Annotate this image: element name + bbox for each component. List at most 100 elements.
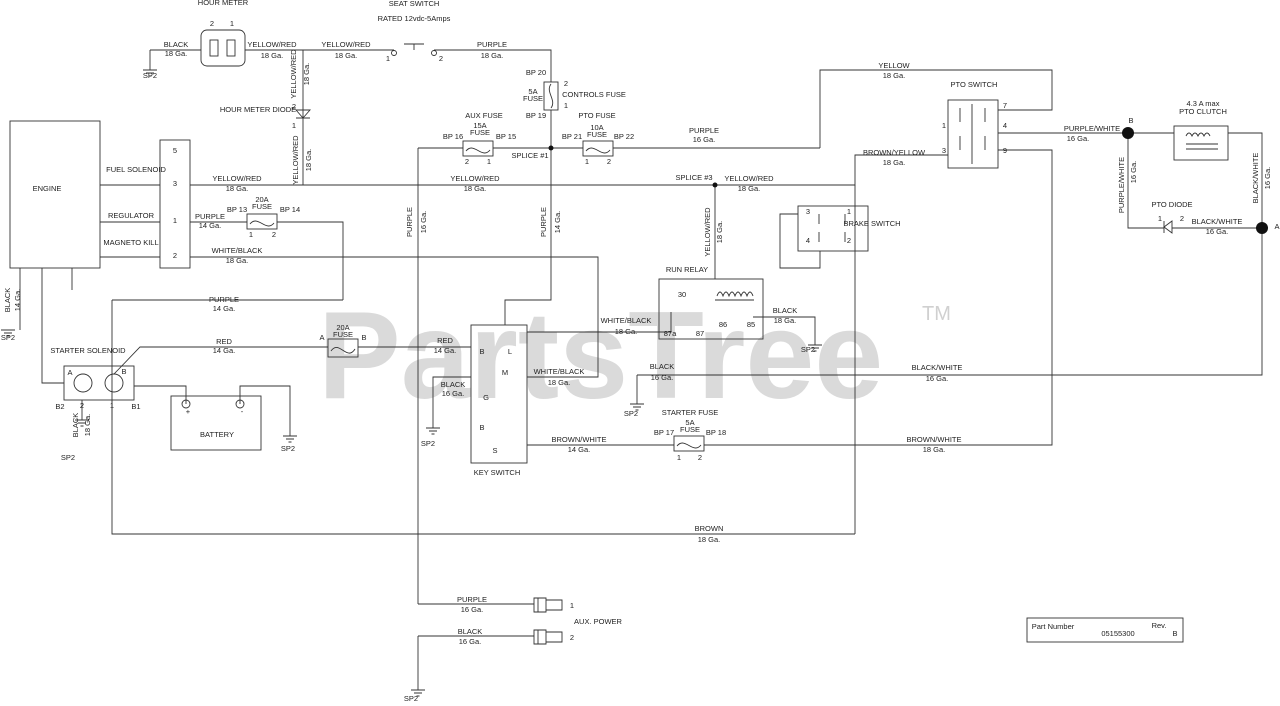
- hour-meter-pin-2: [209, 39, 219, 57]
- label-aux-2: 2: [465, 157, 469, 166]
- label-sf-fuse: FUSE: [680, 425, 700, 434]
- wire-33: [111, 300, 855, 535]
- label-splice1: SPLICE #1: [511, 151, 548, 160]
- ground-symbol-8: [411, 689, 425, 697]
- label-pto-fuse-t: FUSE: [587, 130, 607, 139]
- seat-switch-terminal-2: [431, 50, 437, 56]
- starter-solenoid-terminal-a: [73, 373, 93, 393]
- battery-fuse-element: [330, 347, 356, 354]
- connection-points: [548, 127, 1268, 234]
- ground-symbol-5: [283, 435, 297, 443]
- label-rr-87: 87: [696, 329, 704, 338]
- wire-41: [527, 312, 672, 333]
- label-aux-fuse: AUX FUSE: [465, 111, 503, 120]
- label-ga-yr-vert-splice3: 18 Ga.: [715, 221, 724, 244]
- label-ps-9: 9: [1003, 146, 1007, 155]
- label-sp2-87a: SP2: [624, 409, 638, 418]
- label-bp22: BP 22: [614, 132, 634, 141]
- controls-fuse-element: [548, 83, 554, 109]
- label-sf-1: 1: [677, 453, 681, 462]
- label-hour-meter: HOUR METER: [198, 0, 249, 7]
- wire-35: [41, 268, 64, 384]
- label-regulator: REGULATOR: [108, 211, 155, 220]
- label-part-number-value: 05155300: [1101, 629, 1134, 638]
- label-pto-2: 2: [607, 157, 611, 166]
- label-ga-brown-yellow: 18 Ga.: [883, 158, 906, 167]
- label-yellow-red-hm: YELLOW/RED: [247, 40, 297, 49]
- label-fuel-solenoid: FUEL SOLENOID: [106, 165, 166, 174]
- label-ga-purple-vert-right: 14 Ga.: [553, 211, 562, 234]
- wire-51: [239, 385, 291, 436]
- label-sp2-relay: SP2: [801, 345, 815, 354]
- label-magneto-kill: MAGNETO KILL: [103, 238, 158, 247]
- wire-23: [698, 228, 1263, 376]
- label-bp19: BP 19: [526, 111, 546, 120]
- label-ps-7: 7: [1003, 101, 1007, 110]
- label-ga-pw: 16 Ga.: [1067, 134, 1090, 143]
- label-bp18: BP 18: [706, 428, 726, 437]
- pto-clutch-coil: [1185, 132, 1218, 150]
- label-rev-value: B: [1172, 629, 1177, 638]
- label-red-sol: RED: [216, 337, 232, 346]
- splice-3-dot: [712, 182, 718, 188]
- label-ga-wb-relay: 18 Ga.: [615, 327, 638, 336]
- label-bp14: BP 14: [280, 205, 300, 214]
- label-yr-fuel: YELLOW/RED: [212, 174, 262, 183]
- label-sp2-sol: SP2: [61, 453, 75, 462]
- label-aux-1: 1: [487, 157, 491, 166]
- label-ps-3: 3: [942, 146, 946, 155]
- label-fuse-b: B: [361, 333, 366, 342]
- ground-symbol-7: [808, 344, 822, 352]
- battery-fuse-box: [327, 338, 359, 358]
- label-black-vert-sol: BLACK: [71, 413, 80, 438]
- label-rr-85: 85: [747, 320, 755, 329]
- pto-clutch-box: [1173, 125, 1229, 161]
- label-reg-1: 1: [249, 230, 253, 239]
- label-purple-seat: PURPLE: [477, 40, 507, 49]
- label-ga-pw-vert: 16 Ga.: [1129, 161, 1138, 184]
- label-sp2-key: SP2: [421, 439, 435, 448]
- label-seat-switch-rating: RATED 12vdc-5Amps: [378, 14, 451, 23]
- label-pto-diode: PTO DIODE: [1151, 200, 1192, 209]
- label-seat-switch: SEAT SWITCH: [389, 0, 440, 8]
- label-sf-2: 2: [698, 453, 702, 462]
- label-hm-diode: HOUR METER DIODE: [220, 105, 296, 114]
- pto-fuse-box: [582, 140, 614, 157]
- wire-29: [715, 154, 948, 186]
- label-bw-diode: BLACK/WHITE: [1192, 217, 1243, 226]
- seat-switch-terminal-1: [391, 50, 397, 56]
- label-wb-relay: WHITE/BLACK: [601, 316, 652, 325]
- starter-fuse-box: [673, 435, 705, 452]
- label-bs-1: 1: [847, 207, 851, 216]
- ground-symbol-1: [143, 69, 157, 77]
- label-cf-2: 2: [564, 79, 568, 88]
- brake-switch-contacts: [818, 214, 846, 242]
- label-splice3: SPLICE #3: [675, 173, 712, 182]
- aux-fuse-box: [462, 140, 494, 157]
- label-bp15: BP 15: [496, 132, 516, 141]
- label-purple-pto: PURPLE: [689, 126, 719, 135]
- engine-box: [9, 120, 101, 269]
- label-black-hm: BLACK: [164, 40, 189, 49]
- label-ga-purple-sol: 14 Ga.: [213, 304, 236, 313]
- label-ga-wb-mag: 18 Ga.: [226, 256, 249, 265]
- splice-1-dot: [548, 145, 554, 151]
- label-aux-p1: 1: [570, 601, 574, 610]
- label-aux-power: AUX. POWER: [574, 617, 623, 626]
- wire-40: [343, 256, 599, 378]
- hour-meter-pin-1: [226, 39, 236, 57]
- label-conn-a: A: [1274, 222, 1279, 231]
- label-ga-yr-vert-diode: 18 Ga.: [304, 149, 313, 172]
- label-purple-reg: PURPLE: [195, 212, 225, 221]
- label-key-switch: KEY SWITCH: [474, 468, 521, 477]
- label-yellow-red-seat: YELLOW/RED: [321, 40, 371, 49]
- label-bat-plus: +: [186, 407, 191, 416]
- ground-symbol-2: [1, 329, 15, 337]
- label-sp2-top: SP2: [143, 71, 157, 80]
- label-cf-fuse: FUSE: [523, 94, 543, 103]
- battery-box: [170, 395, 262, 451]
- label-sp2-bottom: SP2: [404, 694, 418, 703]
- pto-fuse-element: [585, 147, 611, 154]
- label-seat-1: 1: [386, 54, 390, 63]
- label-sp2-left: SP2: [1, 333, 15, 342]
